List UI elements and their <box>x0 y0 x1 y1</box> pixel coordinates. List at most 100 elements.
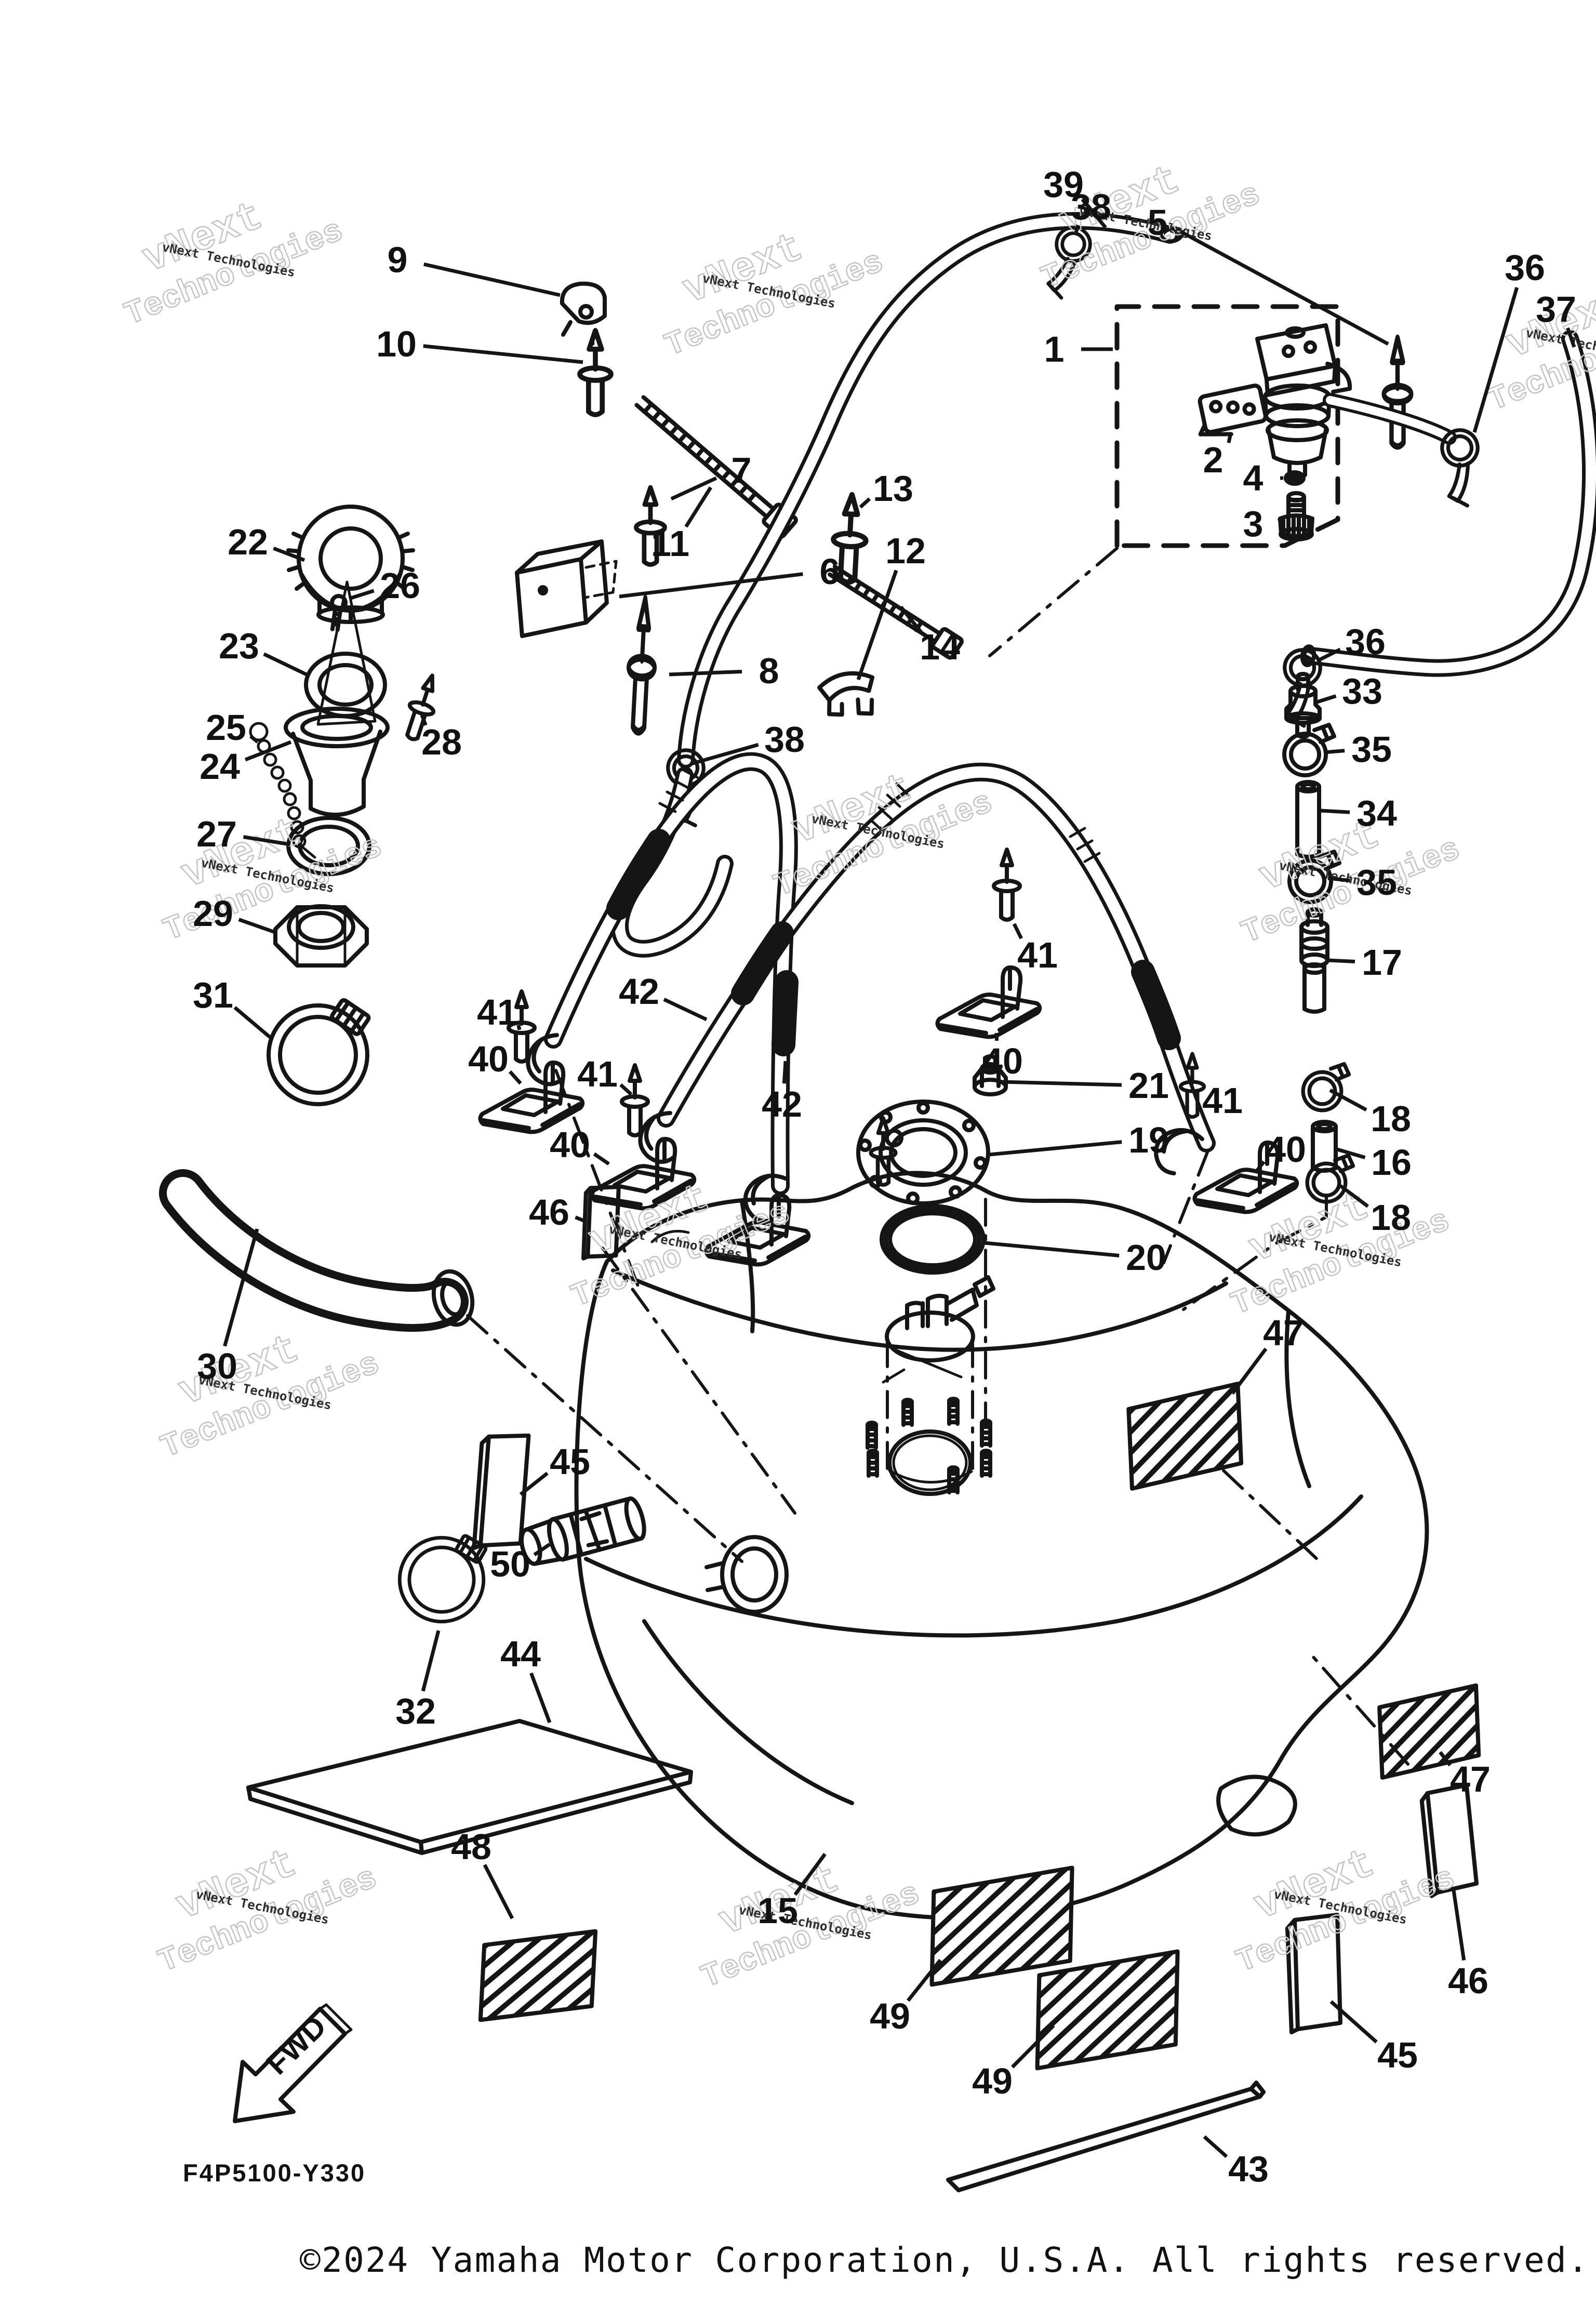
callout-33: 33 <box>1342 671 1382 711</box>
callout-26: 26 <box>380 565 420 606</box>
leader-line <box>907 1958 942 2002</box>
callout-3: 3 <box>1243 504 1264 544</box>
leader-line <box>669 669 742 677</box>
callout-12: 12 <box>885 531 926 571</box>
leader-line <box>782 1061 788 1084</box>
callout-10: 10 <box>376 324 417 364</box>
callout-16: 16 <box>1371 1142 1412 1183</box>
clamp-18a <box>1303 1064 1349 1110</box>
leader-line <box>1195 1091 1200 1094</box>
nut-29 <box>273 904 369 968</box>
leader-line <box>619 1083 633 1096</box>
leader-line <box>593 1152 610 1166</box>
leader-line <box>684 486 712 528</box>
leader-line <box>1277 518 1282 521</box>
o-ring-4 <box>1284 470 1306 486</box>
callout-29: 29 <box>193 893 233 934</box>
leader-line <box>994 1032 999 1041</box>
leader-line <box>244 740 292 762</box>
callout-46: 46 <box>529 1192 569 1233</box>
leader-line <box>856 570 898 681</box>
fuel-pump-unit <box>882 1275 995 1484</box>
callout-38: 38 <box>764 719 805 760</box>
callout-27: 27 <box>196 814 237 854</box>
leader-line <box>516 1024 522 1030</box>
fuel-tank-15 <box>574 1171 1429 1921</box>
hose-clamp-31 <box>267 998 371 1106</box>
callout-17: 17 <box>1362 942 1402 983</box>
callout-18: 18 <box>1371 1098 1411 1139</box>
drain-knob-3 <box>1278 491 1314 541</box>
callout-47: 47 <box>1450 1759 1491 1799</box>
leader-line <box>1472 287 1519 433</box>
callout-47: 47 <box>1263 1313 1304 1353</box>
callout-50: 50 <box>490 1544 530 1584</box>
callout-41: 41 <box>577 1054 618 1094</box>
pad-46a <box>581 1185 621 1261</box>
callout-6: 6 <box>820 551 840 592</box>
check-valve-17 <box>1299 907 1329 1014</box>
leader-line <box>899 605 923 633</box>
leader-line <box>1011 2024 1055 2069</box>
leader-line <box>1439 1751 1452 1767</box>
leader-line <box>519 1472 549 1496</box>
pad-45a <box>472 1433 531 1550</box>
cable-clamp-9 <box>560 281 607 337</box>
float-box-6 <box>515 539 618 638</box>
callout-35: 35 <box>1356 862 1397 903</box>
callout-31: 31 <box>193 975 233 1015</box>
leader-line <box>529 1672 552 1724</box>
leader-line <box>663 998 708 1022</box>
leader-line <box>243 835 290 846</box>
callout-14: 14 <box>920 627 960 667</box>
callout-20: 20 <box>1126 1237 1166 1278</box>
leader-line <box>1316 647 1341 663</box>
leader-line <box>238 918 277 935</box>
saddle-clamp-12 <box>817 671 875 717</box>
leader-line <box>233 1006 273 1040</box>
leader-line <box>483 1864 514 1919</box>
ribbed-pad-47a <box>1126 1382 1244 1491</box>
leader-line <box>420 714 428 726</box>
callout-40: 40 <box>982 1041 1023 1081</box>
callout-9: 9 <box>388 240 408 280</box>
callout-22: 22 <box>228 522 268 562</box>
clamp-35a <box>1284 725 1334 775</box>
fwd-arrow <box>233 2003 353 2123</box>
tank-strap-42b <box>635 762 1216 1177</box>
drawing-code: F4P5100-Y330 <box>183 2159 366 2187</box>
leader-line <box>423 344 583 364</box>
tube-34 <box>1295 780 1321 859</box>
leader-line <box>1231 1347 1268 1395</box>
leader-line <box>1227 435 1232 444</box>
fwd-label: FWD <box>260 2009 332 2081</box>
filter-outlet-hose <box>1323 393 1457 445</box>
leader-line <box>1256 1160 1266 1172</box>
pad-45b <box>1285 1913 1342 2034</box>
copyright-text: ©2024 Yamaha Motor Corporation, U.S.A. A… <box>300 2240 1588 2280</box>
filter-bracket-2 <box>1198 383 1268 436</box>
leader-line <box>1339 1184 1369 1208</box>
callout-41: 41 <box>477 992 517 1032</box>
leader-line <box>619 572 803 599</box>
callout-19: 19 <box>1128 1120 1169 1160</box>
leader-line <box>859 497 871 509</box>
callout-42: 42 <box>762 1084 802 1124</box>
callout-45: 45 <box>550 1441 590 1482</box>
strip-43 <box>946 2081 1266 2192</box>
leader-line <box>690 743 759 766</box>
leader-line <box>1566 327 1576 348</box>
leader-line <box>1329 1088 1367 1112</box>
callout-32: 32 <box>395 1691 436 1731</box>
filler-neck-24 <box>284 580 390 817</box>
callout-25: 25 <box>206 707 246 748</box>
callout-46: 46 <box>1448 1961 1488 2001</box>
callout-8: 8 <box>759 651 779 691</box>
leader-line <box>273 546 305 562</box>
leader-line <box>670 476 717 501</box>
callout-35: 35 <box>1351 729 1392 770</box>
callout-37: 37 <box>1536 289 1576 329</box>
